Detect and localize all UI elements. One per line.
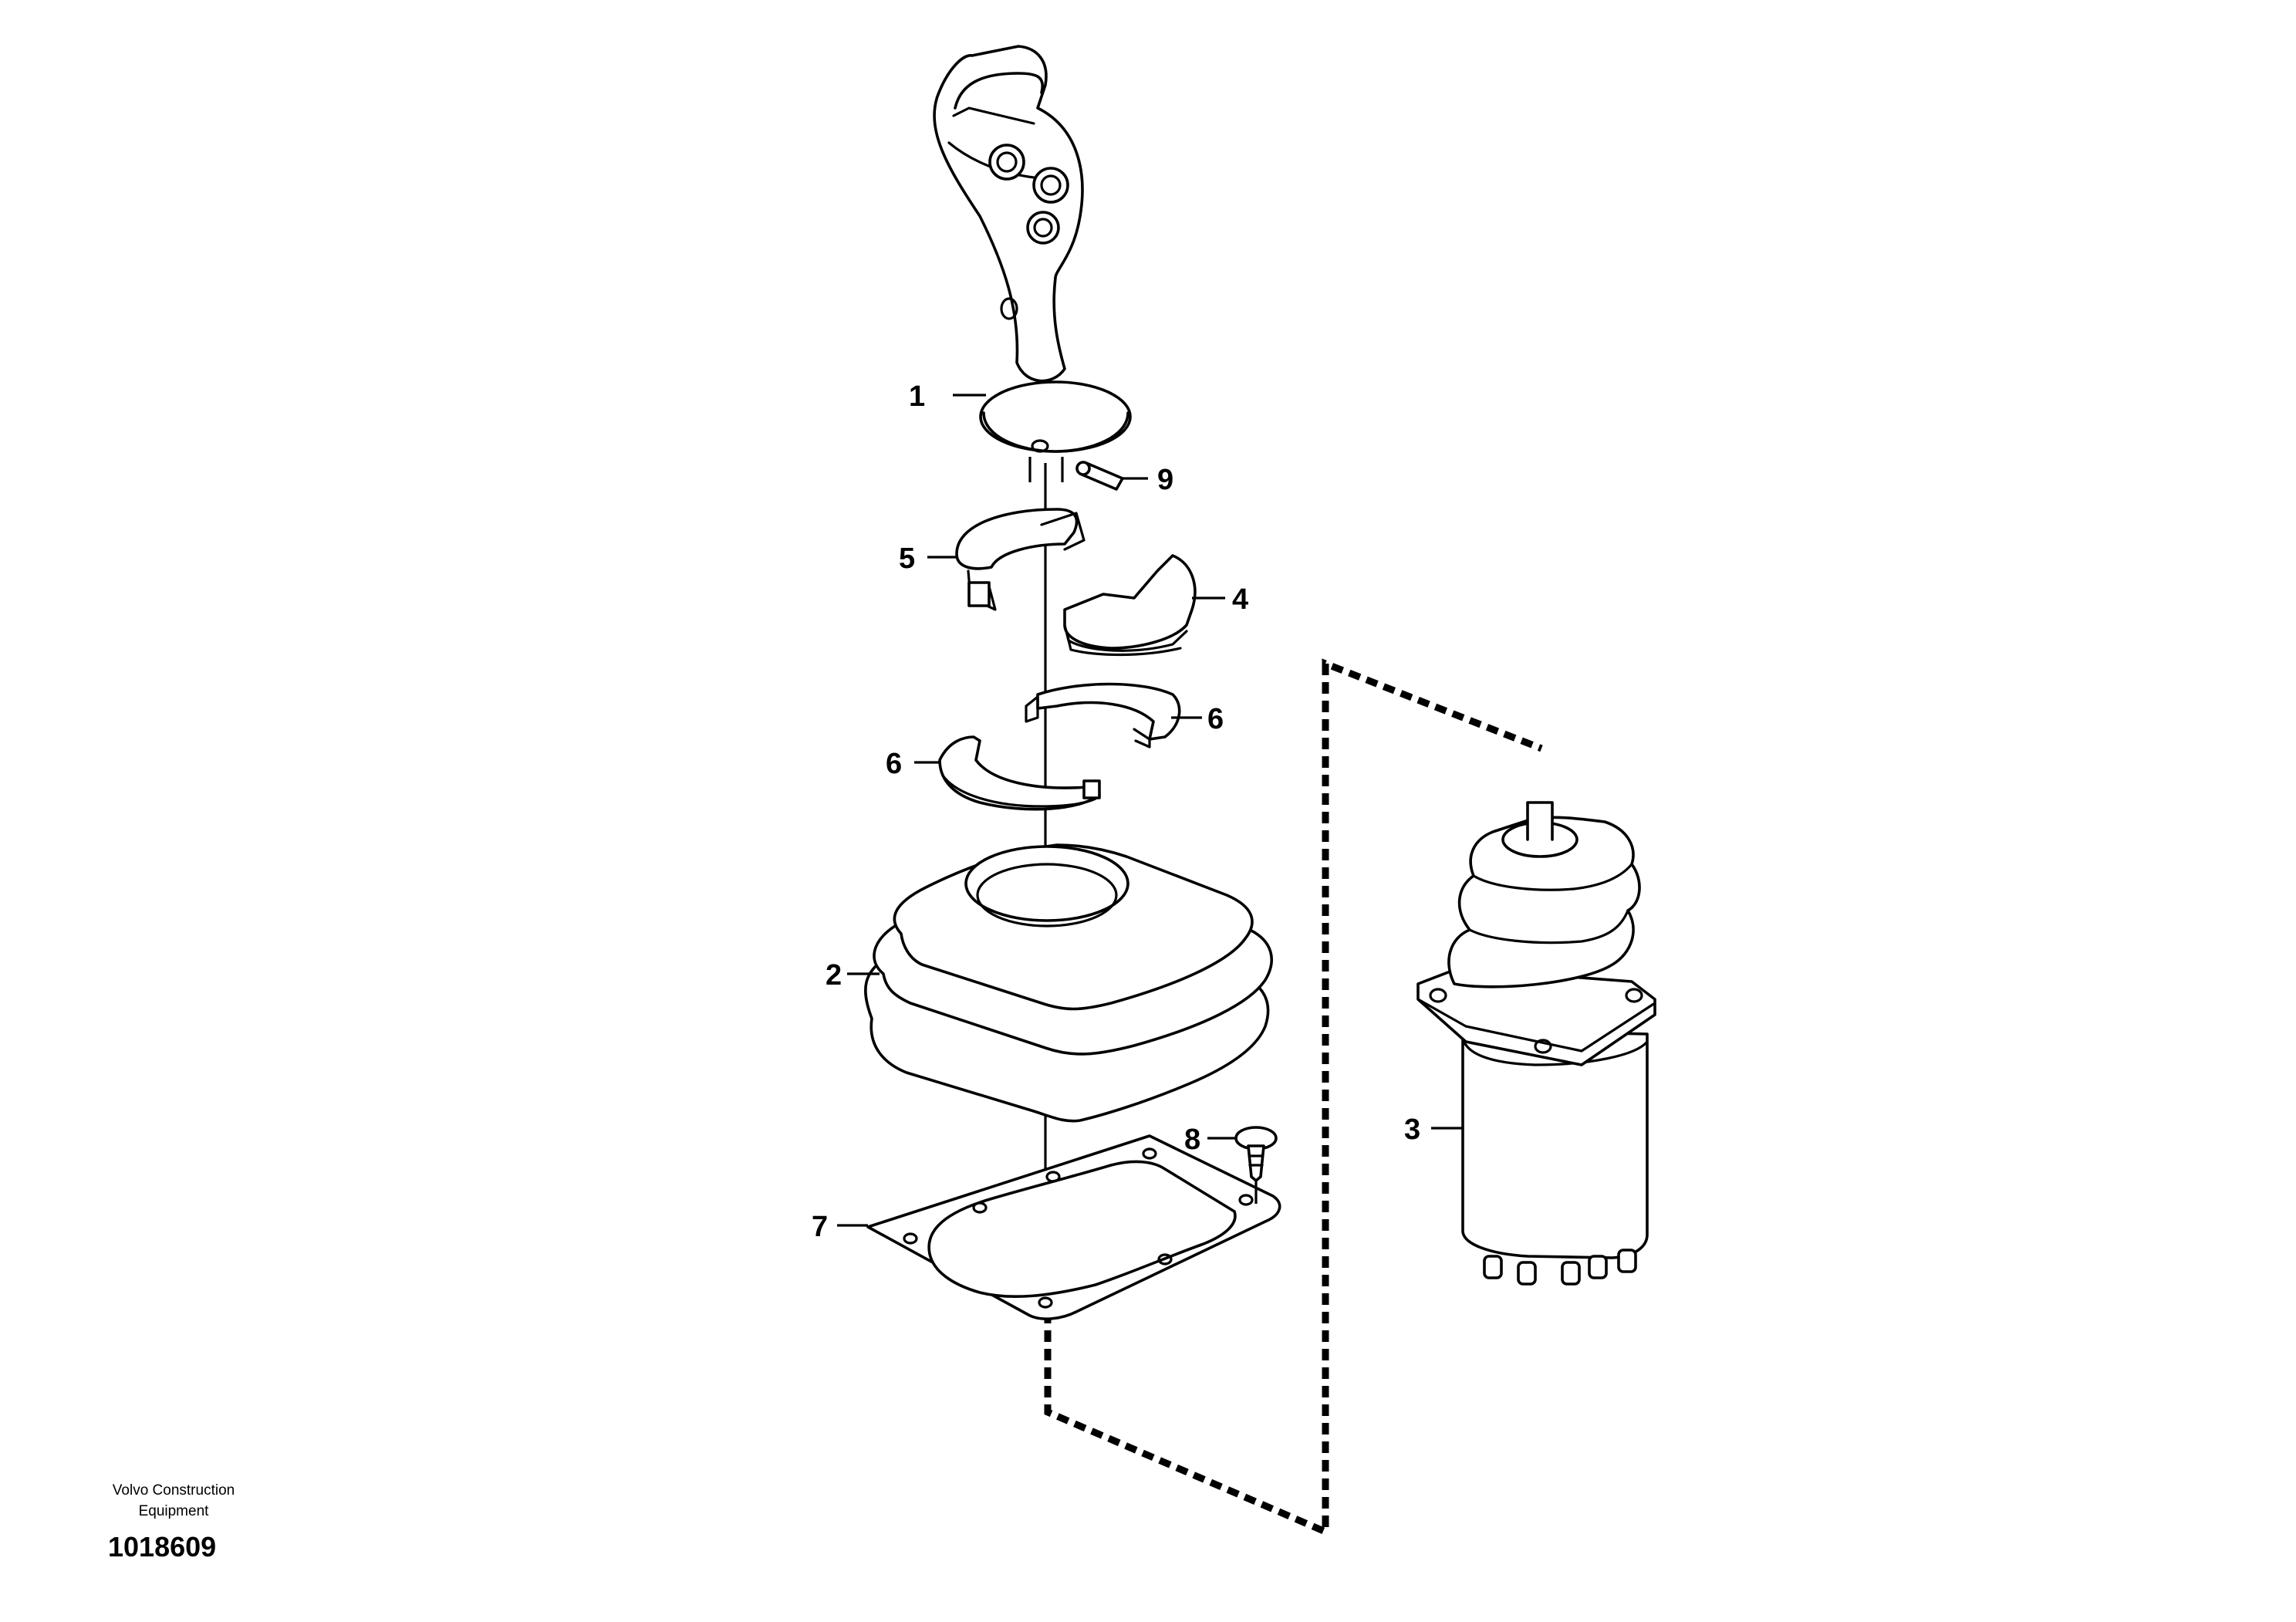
callout-6-left: 6 <box>886 748 902 780</box>
retainer-ring-left <box>938 735 1101 811</box>
drawing-number: 1018609 <box>108 1531 217 1563</box>
callout-7: 7 <box>812 1211 828 1243</box>
callout-6-right: 6 <box>1207 703 1224 735</box>
pilot-valve <box>1416 801 1656 1286</box>
footer-caption: Volvo Construction Equipment 1018609 <box>77 1480 270 1563</box>
pin <box>1075 461 1124 491</box>
rubber-boot <box>864 843 1273 1123</box>
retainer-ring-right <box>1025 682 1181 748</box>
callout-1: 1 <box>909 380 925 413</box>
callout-3: 3 <box>1404 1113 1420 1146</box>
gasket-plate <box>866 1134 1281 1320</box>
callout-2: 2 <box>826 959 842 992</box>
callout-9: 9 <box>1157 464 1173 496</box>
footer-company-line-2: Equipment <box>138 1503 209 1519</box>
callout-8: 8 <box>1184 1124 1200 1156</box>
callout-5: 5 <box>899 542 915 575</box>
plastic-rivet <box>1234 1126 1278 1204</box>
footer-company-line-1: Volvo Construction <box>112 1482 235 1499</box>
callout-4: 4 <box>1232 583 1248 616</box>
collar-half-left <box>955 508 1086 611</box>
collar-half-right <box>1063 554 1197 657</box>
joystick-handle <box>933 45 1132 453</box>
wiring-dashed-path <box>1044 658 1543 1537</box>
